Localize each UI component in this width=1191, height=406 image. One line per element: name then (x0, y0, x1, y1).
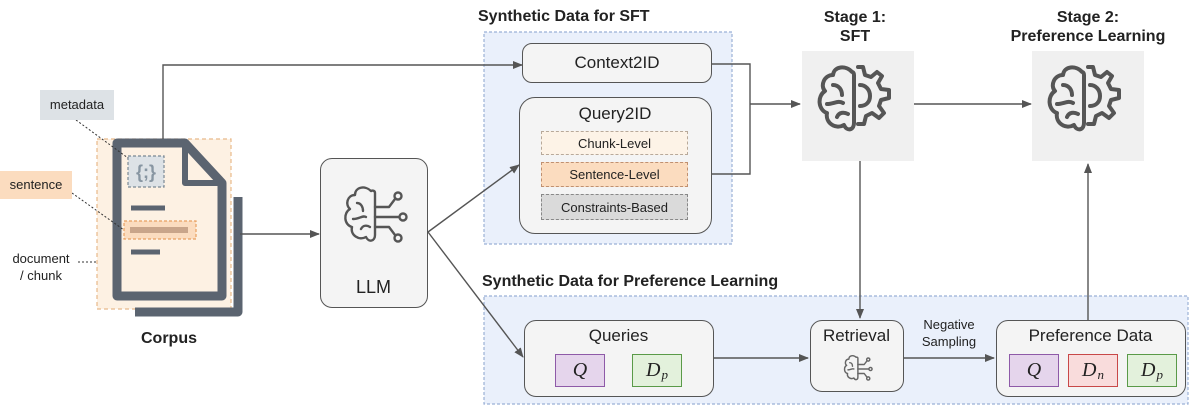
preference-data-section-title: Synthetic Data for Preference Learning (482, 273, 779, 290)
sentence-label: sentence (0, 171, 72, 199)
queries-dp-sub: p (661, 366, 668, 382)
brain-circuit-icon (843, 355, 873, 381)
retrieval-label: Retrieval (822, 326, 891, 345)
brain-gear-icon (1047, 65, 1121, 132)
document-icon (112, 138, 243, 317)
stage2-icon-box (1032, 51, 1144, 161)
preference-dn-main: D (1082, 359, 1097, 381)
stage2-title: Stage 2: Preference Learning (993, 8, 1183, 46)
stage2-line2: Preference Learning (1010, 28, 1166, 45)
llm-box: LLM (320, 158, 428, 308)
document-label: document / chunk (4, 250, 78, 284)
stage2-line1: Stage 2: (1056, 9, 1120, 26)
braces-icon: {;} (127, 155, 165, 188)
preference-dp-sub: p (1156, 366, 1163, 382)
document-label-line2: / chunk (20, 268, 62, 283)
queries-q-text: Q (572, 359, 588, 381)
chunk-level-item: Chunk-Level (541, 131, 688, 155)
negative-sampling-line2: Sampling (921, 334, 977, 349)
sentence-level-item: Sentence-Level (541, 162, 688, 187)
metadata-label: metadata (40, 90, 114, 120)
stage1-line2: SFT (839, 28, 871, 45)
stage1-title: Stage 1: SFT (800, 8, 910, 46)
llm-label: LLM (355, 277, 391, 297)
stage1-icon-box (802, 51, 914, 161)
query2id-box: Query2ID Chunk-Level Sentence-Level Cons… (519, 97, 712, 234)
corpus-title: Corpus (141, 330, 197, 347)
document-label-line1: document (12, 251, 70, 266)
preference-dn-sub: n (1097, 366, 1104, 382)
negative-sampling-label: Negative Sampling (906, 316, 992, 350)
query2id-title: Query2ID (578, 104, 652, 123)
retrieval-box: Retrieval (810, 320, 904, 392)
svg-text:{;}: {;} (136, 162, 156, 182)
stage1-line1: Stage 1: (823, 9, 887, 26)
queries-q-item: Q (555, 354, 605, 387)
sft-data-title: Synthetic Data for SFT (478, 8, 650, 25)
brain-circuit-icon (344, 186, 408, 243)
brain-gear-icon (817, 65, 891, 132)
preference-dp-main: D (1141, 359, 1156, 381)
negative-sampling-line1: Negative (923, 317, 975, 332)
preference-q-item: Q (1009, 354, 1059, 387)
constraints-based-item: Constraints-Based (541, 194, 688, 220)
queries-dp-main: D (646, 359, 661, 381)
queries-title: Queries (588, 326, 649, 345)
preference-data-title: Preference Data (1028, 326, 1153, 345)
preference-q-text: Q (1026, 359, 1042, 381)
context2id-box: Context2ID (522, 43, 712, 83)
